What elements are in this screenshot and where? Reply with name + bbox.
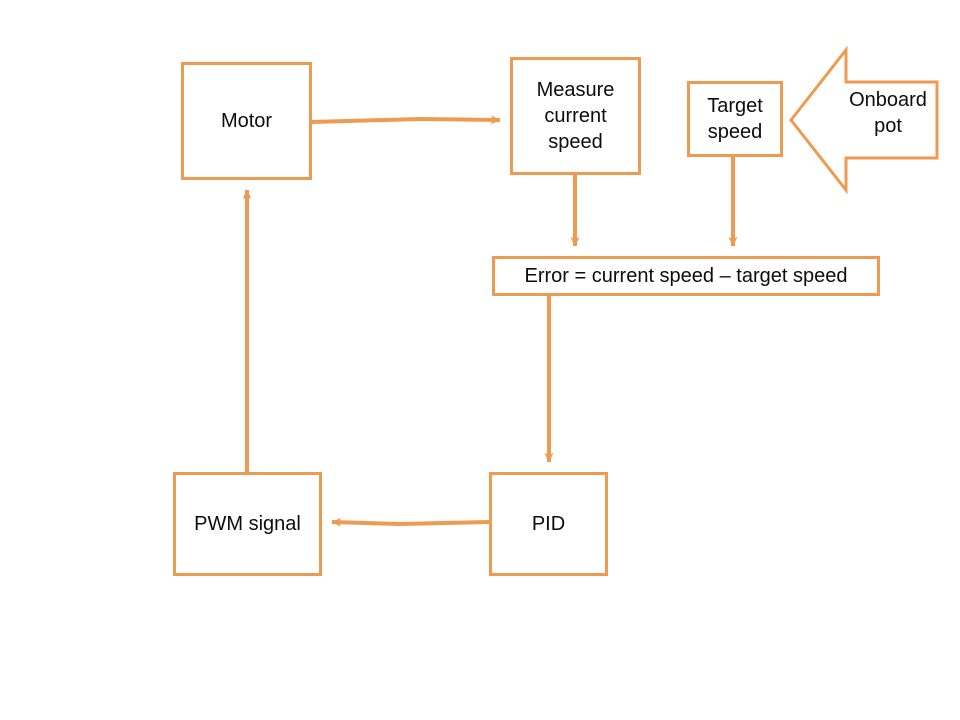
edge-pid-to-pwm [331,517,490,527]
node-pwm-signal-label: PWM signal [194,513,301,535]
node-onboard-pot[interactable]: Onboard pot [788,45,940,195]
node-pid-label: PID [531,513,566,535]
node-target-speed[interactable]: Target speed [687,81,783,157]
node-motor-label: Motor [220,110,273,132]
node-motor[interactable]: Motor [181,62,312,180]
node-pid[interactable]: PID [489,472,608,576]
node-error-expression-label: Error = current speed – target speed [524,265,848,287]
node-target-speed-label: Target speed [707,95,763,143]
node-pwm-signal[interactable]: PWM signal [173,472,322,576]
edge-motor-to-measure [311,115,501,125]
node-measure-current-speed[interactable]: Measure current speed [510,57,641,175]
node-measure-current-speed-label: Measure current speed [536,79,615,153]
node-error-expression[interactable]: Error = current speed – target speed [492,256,880,296]
node-onboard-pot-label: Onboard pot [849,89,927,137]
onboard-pot-arrow-shape [789,45,939,195]
